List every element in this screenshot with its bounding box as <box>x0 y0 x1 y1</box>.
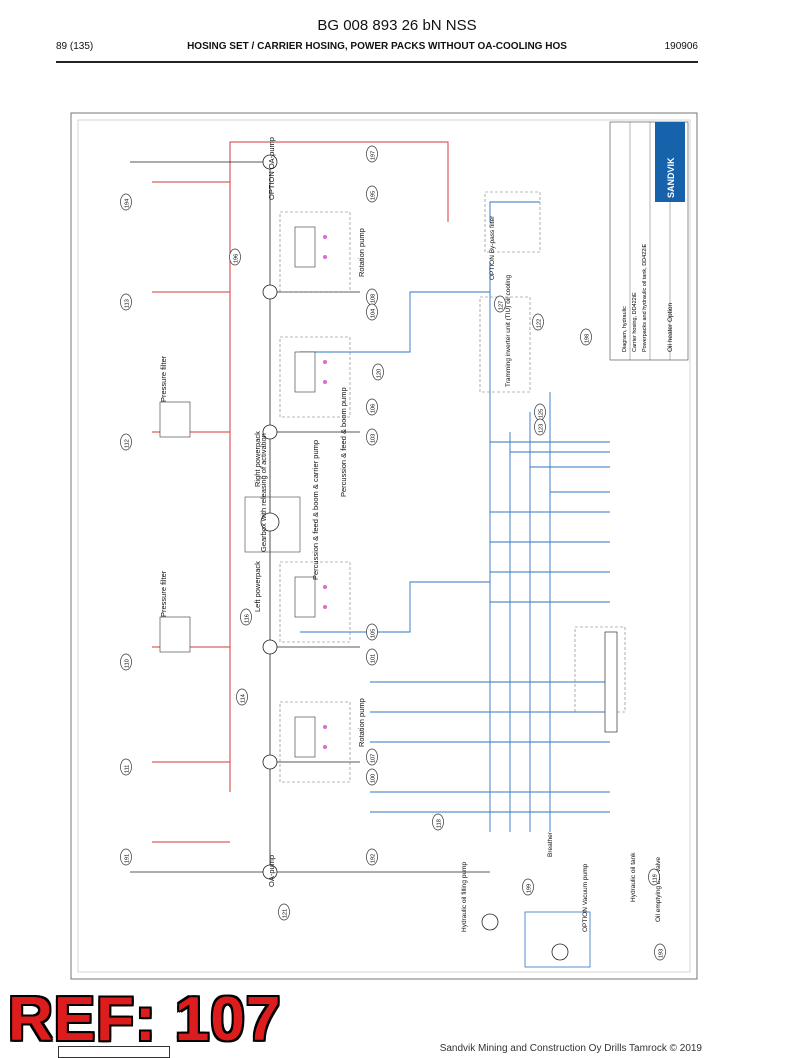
svg-text:196: 196 <box>234 254 240 263</box>
callout-192: 192 <box>366 848 378 866</box>
document-code: 190906 <box>664 41 698 52</box>
title-line2: Carrier hosing, DD422iE <box>632 292 638 352</box>
document-id: BG 008 893 26 bN NSS <box>317 17 477 34</box>
svg-text:101: 101 <box>371 654 377 663</box>
callout-group: 197 195 196 194 108 104 113 120 127 122 106 103 112 1… <box>120 145 666 961</box>
footer-text: Sandvik Mining and Construction Oy Drill… <box>439 1043 702 1054</box>
callout-107: 107 <box>366 748 378 766</box>
callout-103: 103 <box>366 428 378 446</box>
page-number: 89 (135) <box>56 41 94 52</box>
label-rotation-pump-top: Rotation pump <box>357 228 366 277</box>
label-breather: Breather <box>547 831 554 857</box>
title-block: SANDVIK Diagram, hydraulic Carrier hosin… <box>609 121 689 361</box>
svg-text:195: 195 <box>371 191 377 200</box>
callout-111: 111 <box>120 758 132 776</box>
svg-text:119: 119 <box>653 874 659 883</box>
svg-text:114: 114 <box>241 694 247 703</box>
svg-text:112: 112 <box>125 439 131 448</box>
title-line3: Powerpacks and hydraulic oil tank, DD422… <box>642 243 648 352</box>
svg-text:110: 110 <box>125 659 131 668</box>
svg-text:111: 111 <box>125 765 131 773</box>
callout-193: 193 <box>654 943 666 961</box>
svg-text:113: 113 <box>125 299 131 308</box>
callout-195: 195 <box>366 185 378 203</box>
callout-110: 110 <box>120 653 132 671</box>
svg-text:107: 107 <box>371 754 377 763</box>
callout-191: 191 <box>120 848 132 866</box>
callout-101: 101 <box>366 648 378 666</box>
svg-text:122: 122 <box>537 319 543 328</box>
title-line1: Diagram, hydraulic <box>622 306 628 352</box>
callout-198: 198 <box>580 328 592 346</box>
svg-text:106: 106 <box>371 404 377 413</box>
footer-logo-box <box>58 1046 170 1058</box>
label-pressure-filter-left: Pressure filter <box>159 570 168 617</box>
svg-text:191: 191 <box>125 854 131 863</box>
callout-106: 106 <box>366 398 378 416</box>
svg-text:104: 104 <box>371 309 377 318</box>
label-option-oa-pump: OPTION OA-pump <box>267 137 276 200</box>
callout-121: 121 <box>278 903 290 921</box>
callout-114: 114 <box>236 688 248 706</box>
header-rule <box>56 61 698 63</box>
hydraulic-diagram: SANDVIK Diagram, hydraulic Carrier hosin… <box>70 112 698 980</box>
label-oil-emptying: Oil emptying ball valve <box>655 857 662 922</box>
label-pressure-filter-right: Pressure filter <box>159 355 168 402</box>
label-oil-heater: Oil heater Option <box>667 302 674 352</box>
title-brand: SANDVIK <box>666 157 676 198</box>
callout-120: 120 <box>372 363 384 381</box>
label-perc-feed-boom: Percussion & feed & boom pump <box>339 387 348 497</box>
svg-text:120: 120 <box>377 369 383 378</box>
svg-text:198: 198 <box>585 334 591 343</box>
callout-196: 196 <box>229 248 241 266</box>
label-option-vacuum: OPTION Vacuum pump <box>582 863 589 932</box>
callout-104: 104 <box>366 303 378 321</box>
svg-text:199: 199 <box>527 884 533 893</box>
svg-text:125: 125 <box>539 409 545 418</box>
svg-text:123: 123 <box>539 424 545 433</box>
callout-122: 122 <box>532 313 544 331</box>
label-option-bypass: OPTION By-pass filter <box>489 215 496 280</box>
label-tramming-inverter: Tramming inverter unit (TIU) oil cooling <box>505 275 512 387</box>
callout-123: 123 <box>534 418 546 436</box>
label-rotation-pump-bottom: Rotation pump <box>357 698 366 747</box>
svg-text:103: 103 <box>371 434 377 443</box>
callout-119: 119 <box>648 868 660 886</box>
svg-text:121: 121 <box>283 909 289 918</box>
svg-text:193: 193 <box>659 949 665 958</box>
callout-112: 112 <box>120 433 132 451</box>
label-right-powerpack: Right powerpack <box>253 431 262 487</box>
callout-127: 127 <box>494 295 506 313</box>
svg-text:100: 100 <box>371 774 377 783</box>
callout-113: 113 <box>120 293 132 311</box>
page-title: HOSING SET / CARRIER HOSING, POWER PACKS… <box>187 41 567 52</box>
svg-text:197: 197 <box>371 151 377 160</box>
callout-194: 194 <box>120 193 132 211</box>
callout-100: 100 <box>366 768 378 786</box>
svg-text:127: 127 <box>499 301 505 310</box>
label-gearbox: Gearbox with releasing of activation <box>259 433 268 552</box>
callout-108: 108 <box>366 288 378 306</box>
reference-watermark: REF: 107 <box>8 985 282 1054</box>
label-oa-pump: OA-pump <box>267 855 276 887</box>
svg-text:118: 118 <box>437 819 443 828</box>
svg-text:116: 116 <box>245 614 251 623</box>
callout-116: 116 <box>240 608 252 626</box>
callout-199: 199 <box>522 878 534 896</box>
label-left-powerpack: Left powerpack <box>253 561 262 612</box>
label-hydraulic-oil-filling: Hydraulic oil filling pump <box>461 862 468 932</box>
label-perc-feed-boom-carrier: Percussion & feed & boom & carrier pump <box>311 440 320 580</box>
callout-105: 105 <box>366 623 378 641</box>
callout-118: 118 <box>432 813 444 831</box>
label-hydraulic-oil-tank: Hydraulic oil tank <box>630 852 637 902</box>
callout-125: 125 <box>534 403 546 421</box>
callout-197: 197 <box>366 145 378 163</box>
svg-text:105: 105 <box>371 629 377 638</box>
header-row: 89 (135) HOSING SET / CARRIER HOSING, PO… <box>56 41 698 55</box>
svg-text:108: 108 <box>371 294 377 303</box>
svg-text:194: 194 <box>125 199 131 208</box>
svg-text:192: 192 <box>371 854 377 863</box>
